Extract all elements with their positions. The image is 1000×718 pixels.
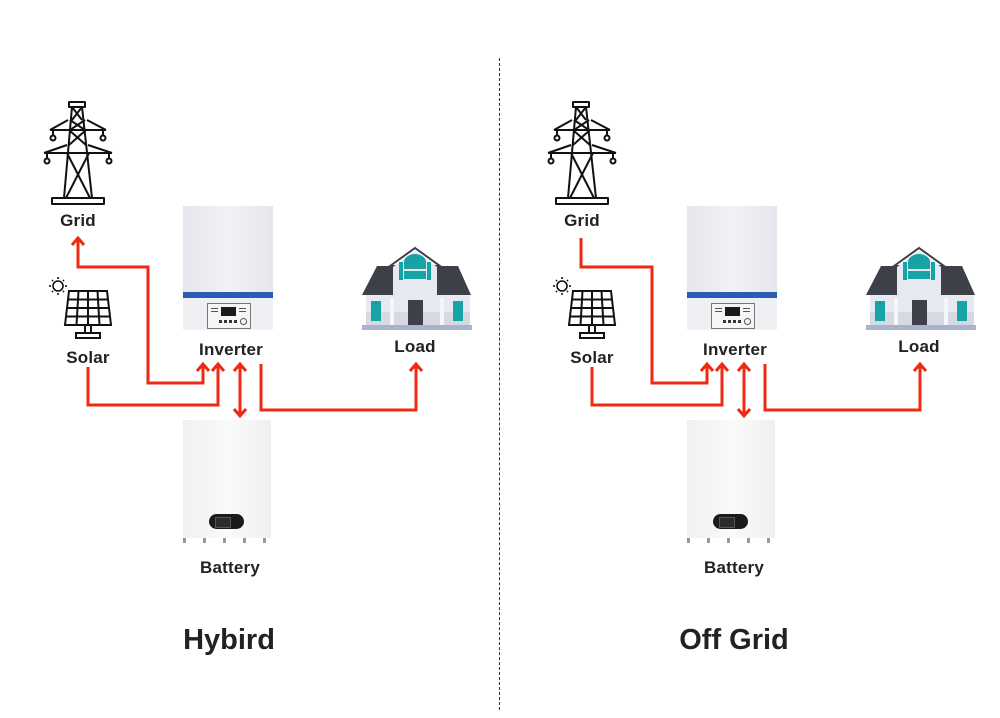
arrow-to-battery xyxy=(232,408,248,419)
arrow-solar-to-inverter xyxy=(714,361,730,372)
inverter-label: Inverter xyxy=(703,340,767,359)
arrow-to-inverter-from-battery xyxy=(736,361,752,372)
arrow-to-load xyxy=(408,361,424,372)
flow-lines xyxy=(579,238,928,419)
inverter-load-line xyxy=(259,364,418,412)
flow-lines xyxy=(70,235,424,419)
inverter-device xyxy=(183,206,273,330)
arrow-grid-to-inverter xyxy=(699,361,715,372)
inverter-load-line xyxy=(763,364,922,412)
solar-label: Solar xyxy=(66,348,110,367)
house-load-icon xyxy=(866,246,976,330)
inverter-display-panel xyxy=(207,303,251,329)
battery-device xyxy=(687,420,775,544)
load-label: Load xyxy=(898,337,940,356)
load-label: Load xyxy=(394,337,436,356)
solar-panel-icon xyxy=(49,277,113,339)
battery-device xyxy=(183,420,271,544)
house-load-icon xyxy=(362,246,472,330)
grid-label: Grid xyxy=(564,211,600,230)
solar-inverter-line xyxy=(86,364,220,407)
inverter-display-panel xyxy=(711,303,755,329)
battery-label: Battery xyxy=(704,558,764,577)
grid-label: Grid xyxy=(60,211,96,230)
panel-divider xyxy=(499,58,500,710)
arrow-to-battery xyxy=(736,408,752,419)
solar-panel-icon xyxy=(553,277,617,339)
solar-inverter-line xyxy=(590,364,724,407)
hybrid-diagram: Grid Solar xyxy=(43,101,472,656)
arrow-grid-to-inverter xyxy=(195,361,211,372)
arrow-to-grid xyxy=(70,235,86,246)
arrow-to-inverter-from-battery xyxy=(232,361,248,372)
grid-tower-icon xyxy=(43,101,113,205)
solar-label: Solar xyxy=(570,348,614,367)
inverter-label: Inverter xyxy=(199,340,263,359)
off-grid-title: Off Grid xyxy=(679,624,789,656)
off-grid-diagram: Grid Solar xyxy=(504,0,1000,718)
grid-inverter-line xyxy=(579,238,709,385)
grid-tower-icon xyxy=(547,101,617,205)
arrow-to-load xyxy=(912,361,928,372)
grid-inverter-line xyxy=(76,238,205,385)
arrow-solar-to-inverter xyxy=(210,361,226,372)
hybrid-title: Hybird xyxy=(183,624,275,656)
battery-label: Battery xyxy=(200,558,260,577)
inverter-device xyxy=(687,206,777,330)
